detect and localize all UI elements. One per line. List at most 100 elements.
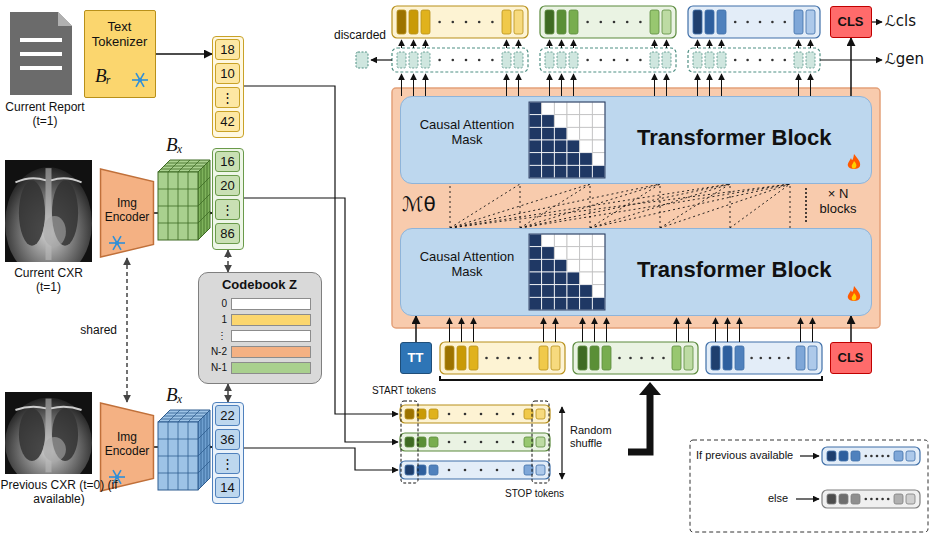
token-sequence-part: [539, 346, 548, 370]
loss-arrow: [820, 59, 882, 60]
input-arrow: [582, 318, 583, 342]
predicted-token-sequence-part: [452, 59, 455, 62]
token-sequence-part: [760, 357, 763, 360]
chest-xray-image-part: [51, 178, 81, 182]
predicted-token-sequence-part: [759, 59, 762, 62]
token-sequence-part: [822, 447, 920, 465]
edge-label: shared: [78, 323, 119, 337]
token-sequence-part: [735, 346, 744, 370]
input-bracket: [440, 376, 822, 380]
model-region: ℳθ× N blocksCausal Attention MaskTransfo…: [392, 88, 880, 328]
token-sequence-part: [827, 494, 836, 504]
output-arrow: [798, 40, 799, 48]
causal-mask-part: [554, 140, 567, 153]
token-sequence-part: [662, 357, 665, 360]
token-id: 86: [215, 223, 240, 244]
predicted-token-sequence-part: [491, 59, 494, 62]
causal-mask-part: [567, 297, 580, 310]
token-sequence-part: [600, 21, 603, 24]
loss-arrow: [872, 21, 882, 22]
report-icon-part: [20, 52, 62, 56]
predicted-token-sequence-part: [600, 59, 603, 62]
codebook-entry: [231, 346, 311, 358]
feature-grid-cube-part: [207, 163, 208, 231]
causal-mask-part: [567, 165, 580, 178]
causal-mask-part: [554, 102, 567, 115]
feature-grid-cube-part: [198, 211, 210, 223]
input-arrow: [543, 318, 544, 342]
causal-mask-part: [554, 234, 567, 247]
token-sequence-part: [573, 342, 698, 374]
encoder-symbol: Bₓ: [166, 134, 183, 156]
chest-xray-image-part: [46, 399, 52, 473]
output-arrow: [709, 40, 710, 48]
causal-mask-part: [529, 234, 605, 310]
token-sequence-part: [769, 357, 772, 360]
token-sequence-part: [464, 441, 467, 444]
token-sequence-part: [906, 451, 915, 461]
causal-mask-part: [554, 247, 567, 260]
token-sequence-part: [429, 409, 438, 419]
feature-grid-cube-part: [158, 172, 198, 240]
predicted-token-sequence-part: [746, 59, 749, 62]
token-sequence-part: [457, 346, 466, 370]
causal-mask-part: [529, 115, 542, 128]
predicted-token-sequence-part: [502, 52, 511, 68]
predicted-token-sequence-part: [397, 52, 406, 68]
input-arrow: [800, 318, 801, 342]
causal-mask-part: [580, 127, 593, 140]
token-sequence-part: [684, 346, 693, 370]
token-sequence: [688, 6, 820, 38]
token-sequence-part: [839, 494, 848, 504]
frozen-icon: [131, 71, 149, 89]
token-sequence-part: [759, 21, 762, 24]
chest-xray-image-part: [5, 398, 92, 474]
token-sequence-part: [778, 357, 781, 360]
token-sequence-part: [480, 413, 483, 416]
causal-mask-part: [580, 297, 593, 310]
output-arrow: [798, 74, 799, 96]
token-sequence-part: [839, 451, 848, 461]
feature-grid-cube-part: [198, 160, 210, 240]
chest-xray-image-part: [46, 168, 52, 260]
token-sequence-part: [705, 10, 714, 34]
output-arrow: [413, 40, 414, 48]
predicted-token-sequence-part: [540, 48, 676, 72]
token-sequence-part: [529, 357, 532, 360]
token-sequence-part: [448, 441, 451, 444]
causal-mask-part: [592, 140, 605, 153]
stop-token-bracket: [532, 401, 549, 483]
codebook-entry: [231, 314, 311, 326]
token-name: CLS: [831, 7, 870, 36]
token-sequence-part: [787, 357, 790, 360]
token-sequence-part: [392, 6, 528, 38]
frozen-icon-part: [138, 78, 142, 82]
output-arrow: [573, 40, 574, 48]
token-sequence-part: [613, 21, 616, 24]
loss-name: ℒgen: [885, 50, 924, 68]
token-sequence-part: [569, 10, 578, 34]
image-caption: Previous CXR (t=0) (if available): [0, 478, 118, 506]
token-name: TT: [401, 343, 430, 372]
causal-mask-part: [580, 272, 593, 285]
chest-xray-image: [5, 160, 92, 262]
image-encoder: Img Encoder: [100, 168, 154, 258]
attention-link: [590, 184, 790, 228]
token-sequence: [440, 342, 565, 374]
output-arrow: [654, 40, 655, 48]
token-sequence-part: [469, 346, 478, 370]
attention-link: [520, 184, 521, 228]
report-icon-part: [20, 38, 62, 42]
attention-link: [520, 184, 790, 228]
token-sequence-part: [405, 437, 414, 447]
causal-mask-part: [554, 153, 567, 166]
attention-link: [450, 184, 660, 228]
input-arrow: [473, 318, 474, 342]
output-arrow: [561, 74, 562, 96]
predicted-token-sequence-part: [717, 52, 726, 68]
token-sequence-part: [851, 494, 860, 504]
chest-xray-image-part: [15, 178, 45, 182]
causal-mask-part: [580, 140, 593, 153]
token-sequence-part: [480, 469, 483, 472]
